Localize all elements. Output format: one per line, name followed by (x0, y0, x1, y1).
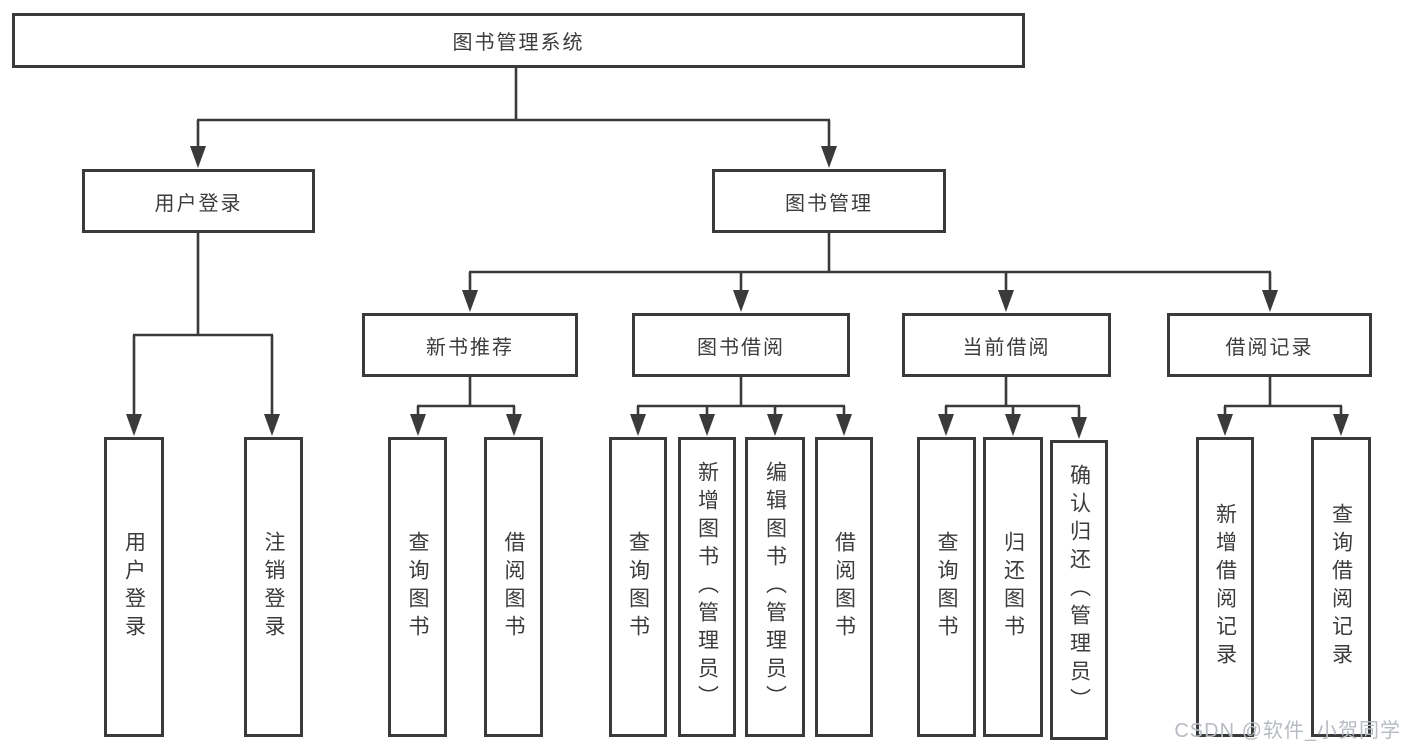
leaf-add-borrow-record: 新增借阅记录 (1196, 437, 1254, 737)
leaf-logout: 注销登录 (244, 437, 303, 737)
leaf-borrow-books: 借阅图书 (815, 437, 873, 737)
arrowhead-icon (836, 414, 852, 436)
arrowhead-icon (1262, 290, 1278, 312)
leaf-label: 借阅图书 (502, 531, 525, 643)
arrowhead-icon (767, 414, 783, 436)
node-current-borrowing-label: 当前借阅 (962, 336, 1051, 359)
leaf-label: 查询图书 (406, 531, 429, 643)
leaf-edit-books-admin: 编辑图书（管理员） (745, 437, 805, 737)
arrowhead-icon (264, 414, 280, 436)
leaf-label: 新增借阅记录 (1213, 503, 1237, 671)
node-book-management: 图书管理 (712, 169, 946, 233)
node-book-borrowing-label: 图书借阅 (697, 336, 785, 359)
arrowhead-icon (733, 290, 749, 312)
connector-book-management-to-level3 (462, 233, 1278, 312)
leaf-label: 查询图书 (626, 531, 650, 643)
node-borrow-records: 借阅记录 (1167, 313, 1372, 377)
arrowhead-icon (630, 414, 646, 436)
node-new-book-recommend-label: 新书推荐 (426, 336, 514, 359)
arrowhead-icon (1005, 414, 1021, 436)
connector-book-borrowing-to-leaves (630, 377, 852, 436)
arrowhead-icon (998, 290, 1014, 312)
node-user-login-label: 用户登录 (154, 192, 243, 215)
leaf-query-borrow-record: 查询借阅记录 (1311, 437, 1371, 737)
arrowhead-icon (938, 414, 954, 436)
leaf-label: 确认归还（管理员） (1067, 464, 1091, 716)
leaf-borrow-books-recommend: 借阅图书 (484, 437, 543, 737)
arrowhead-icon (126, 414, 142, 436)
leaf-confirm-return-admin: 确认归还（管理员） (1050, 440, 1108, 740)
arrowhead-icon (1333, 414, 1349, 436)
leaf-label: 用户登录 (122, 531, 146, 643)
leaf-label: 查询图书 (935, 531, 958, 643)
arrowhead-icon (506, 414, 522, 436)
leaf-label: 编辑图书（管理员） (763, 461, 787, 713)
arrowhead-icon (1217, 414, 1233, 436)
connector-borrow-records-to-leaves (1217, 377, 1349, 436)
connector-new-book-recommend-to-leaves (410, 377, 522, 436)
leaf-query-books-borrowing: 查询图书 (609, 437, 667, 737)
node-new-book-recommend: 新书推荐 (362, 313, 578, 377)
node-root-label: 图书管理系统 (452, 32, 585, 54)
node-book-borrowing: 图书借阅 (632, 313, 850, 377)
connector-current-borrowing-to-leaves (938, 377, 1087, 439)
node-book-management-label: 图书管理 (785, 192, 873, 215)
arrowhead-icon (1071, 417, 1087, 439)
leaf-query-books-recommend: 查询图书 (388, 437, 447, 737)
node-root: 图书管理系统 (12, 13, 1025, 68)
node-current-borrowing: 当前借阅 (902, 313, 1111, 377)
node-borrow-records-label: 借阅记录 (1225, 336, 1314, 359)
arrowhead-icon (190, 146, 206, 168)
leaf-user-login: 用户登录 (104, 437, 164, 737)
leaf-query-books-current: 查询图书 (917, 437, 976, 737)
connector-root-to-level2 (190, 68, 837, 168)
arrowhead-icon (410, 414, 426, 436)
leaf-label: 查询借阅记录 (1329, 503, 1353, 671)
leaf-add-books-admin: 新增图书（管理员） (678, 437, 736, 737)
csdn-watermark: CSDN @软件_小贺同学 (1174, 720, 1401, 742)
leaf-label: 借阅图书 (832, 531, 856, 643)
node-user-login: 用户登录 (82, 169, 315, 233)
leaf-label: 新增图书（管理员） (695, 461, 719, 713)
arrowhead-icon (821, 146, 837, 168)
leaf-label: 归还图书 (1001, 531, 1025, 643)
arrowhead-icon (699, 414, 715, 436)
arrowhead-icon (462, 290, 478, 312)
leaf-label: 注销登录 (262, 531, 285, 643)
connector-user-login-to-leaves (126, 233, 280, 436)
leaf-return-books: 归还图书 (983, 437, 1043, 737)
